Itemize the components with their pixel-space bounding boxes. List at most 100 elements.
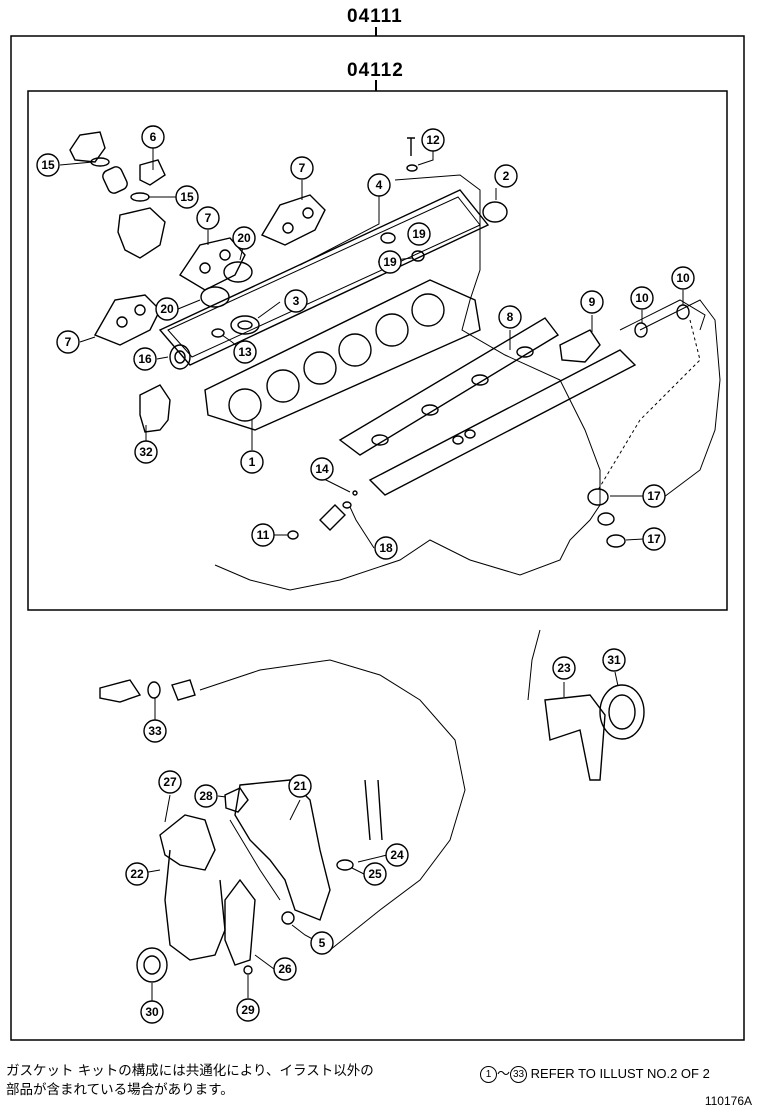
japanese-note: ガスケット キットの構成には共通化により、イラスト以外の 部品が含まれている場合…: [6, 1062, 374, 1100]
bore-5: [375, 313, 409, 347]
bore-4: [338, 333, 372, 367]
inner-kit-code: 04112: [347, 60, 404, 81]
callout-31-label: 31: [607, 653, 621, 667]
japanese-note-line-2: 部品が含まれている場合があります。: [6, 1082, 234, 1098]
callout-11: 11: [251, 523, 275, 547]
callout-1-label: 1: [249, 455, 256, 469]
lower-block-outline: [199, 659, 466, 951]
callout-21: 21: [288, 774, 312, 798]
japanese-note-line-1: ガスケット キットの構成には共通化により、イラスト以外の: [6, 1063, 374, 1079]
callout-9-label: 9: [589, 295, 596, 309]
callout-26: 26: [273, 957, 297, 981]
fuel-rail: [368, 349, 637, 496]
gasket-22: [164, 849, 226, 961]
callout-7a-label: 7: [65, 335, 72, 349]
callout-19a-label: 19: [412, 227, 426, 241]
callout-7a: 7: [56, 330, 80, 354]
bore-6: [411, 293, 445, 327]
callouts: 1 2 3 4 5 6 7 7 7 8 9 10 10 11 12 13 14 …: [36, 125, 695, 1024]
callout-3-label: 3: [293, 294, 300, 308]
callout-23-label: 23: [557, 661, 571, 675]
callout-12-label: 12: [426, 133, 440, 147]
callout-22-label: 22: [130, 867, 144, 881]
callout-7b: 7: [196, 206, 220, 230]
bore-3: [303, 351, 337, 385]
callout-19a: 19: [407, 222, 431, 246]
illustration-id: 110176A: [704, 1094, 752, 1108]
callout-5-label: 5: [319, 936, 326, 950]
bolt-12: [407, 137, 415, 156]
callout-17b: 17: [642, 527, 666, 551]
callout-18: 18: [374, 536, 398, 560]
callout-30: 30: [140, 1000, 164, 1024]
callout-15a-label: 15: [41, 158, 55, 172]
callout-17a: 17: [642, 484, 666, 508]
callout-26-label: 26: [278, 962, 292, 976]
callout-17b-label: 17: [647, 532, 661, 546]
callout-13: 13: [233, 340, 257, 364]
exhaust-gasket-8: [338, 317, 560, 456]
callout-33-label: 33: [148, 724, 162, 738]
inner-kit-frame: [27, 90, 728, 611]
injector: [319, 504, 346, 531]
callout-15b-label: 15: [180, 190, 194, 204]
oring-26: [224, 878, 256, 966]
thermostat-body: [102, 166, 128, 194]
callout-8: 8: [498, 305, 522, 329]
water-outlet: [69, 131, 106, 163]
callout-24: 24: [385, 843, 409, 867]
callout-7c: 7: [290, 156, 314, 180]
callout-32-label: 32: [139, 445, 153, 459]
gasket-27: [159, 814, 216, 871]
upper-parts-art: [69, 131, 721, 591]
callout-17a-label: 17: [647, 489, 661, 503]
callout-20b-label: 20: [160, 302, 174, 316]
callout-13-label: 13: [238, 345, 252, 359]
callout-28-label: 28: [199, 789, 213, 803]
gasket-6: [139, 159, 166, 186]
callout-19b: 19: [378, 250, 402, 274]
outer-kit-code: 04111: [347, 6, 403, 27]
ref-text: REFER TO ILLUST NO.2 OF 2: [530, 1066, 710, 1081]
front-oil-seal-30: [136, 947, 168, 983]
callout-12: 12: [421, 128, 445, 152]
seal-20b: [200, 286, 230, 308]
callout-27: 27: [158, 770, 182, 794]
callout-10b-label: 10: [676, 271, 690, 285]
seal-16: [169, 344, 191, 370]
timing-cover-gasket-21: [234, 779, 331, 921]
callout-7c-label: 7: [299, 161, 306, 175]
callout-23: 23: [552, 656, 576, 680]
head-cover-gasket-inner: [167, 196, 481, 358]
cap-2: [482, 201, 508, 223]
callout-6: 6: [141, 125, 165, 149]
callout-6-label: 6: [150, 130, 157, 144]
callout-22: 22: [125, 862, 149, 886]
callout-24-label: 24: [390, 848, 404, 862]
callout-2-label: 2: [503, 169, 510, 183]
callout-29: 29: [236, 998, 260, 1022]
callout-2: 2: [494, 164, 518, 188]
rear-oil-seal-31: [599, 684, 645, 740]
callout-16: 16: [133, 347, 157, 371]
callout-10b: 10: [671, 266, 695, 290]
callout-10a: 10: [630, 286, 654, 310]
gasket-32: [139, 384, 171, 433]
callout-11-label: 11: [257, 528, 270, 542]
reference-note: 1〜33 REFER TO ILLUST NO.2 OF 2: [480, 1063, 710, 1084]
callout-9: 9: [580, 290, 604, 314]
ref-tilde: 〜: [497, 1066, 511, 1081]
callout-32: 32: [134, 440, 158, 464]
ref-from-circle: 1: [480, 1066, 497, 1084]
callout-7b-label: 7: [205, 211, 212, 225]
callout-14-label: 14: [315, 462, 329, 476]
callout-15a: 15: [36, 153, 60, 177]
callout-31: 31: [602, 648, 626, 672]
manifold-outline: [639, 299, 721, 501]
retainer-gasket-23: [544, 694, 606, 781]
callout-18-label: 18: [379, 541, 393, 555]
callout-20b: 20: [155, 297, 179, 321]
callout-4: 4: [367, 173, 391, 197]
engine-outline: [214, 174, 601, 591]
callout-25-label: 25: [368, 867, 382, 881]
